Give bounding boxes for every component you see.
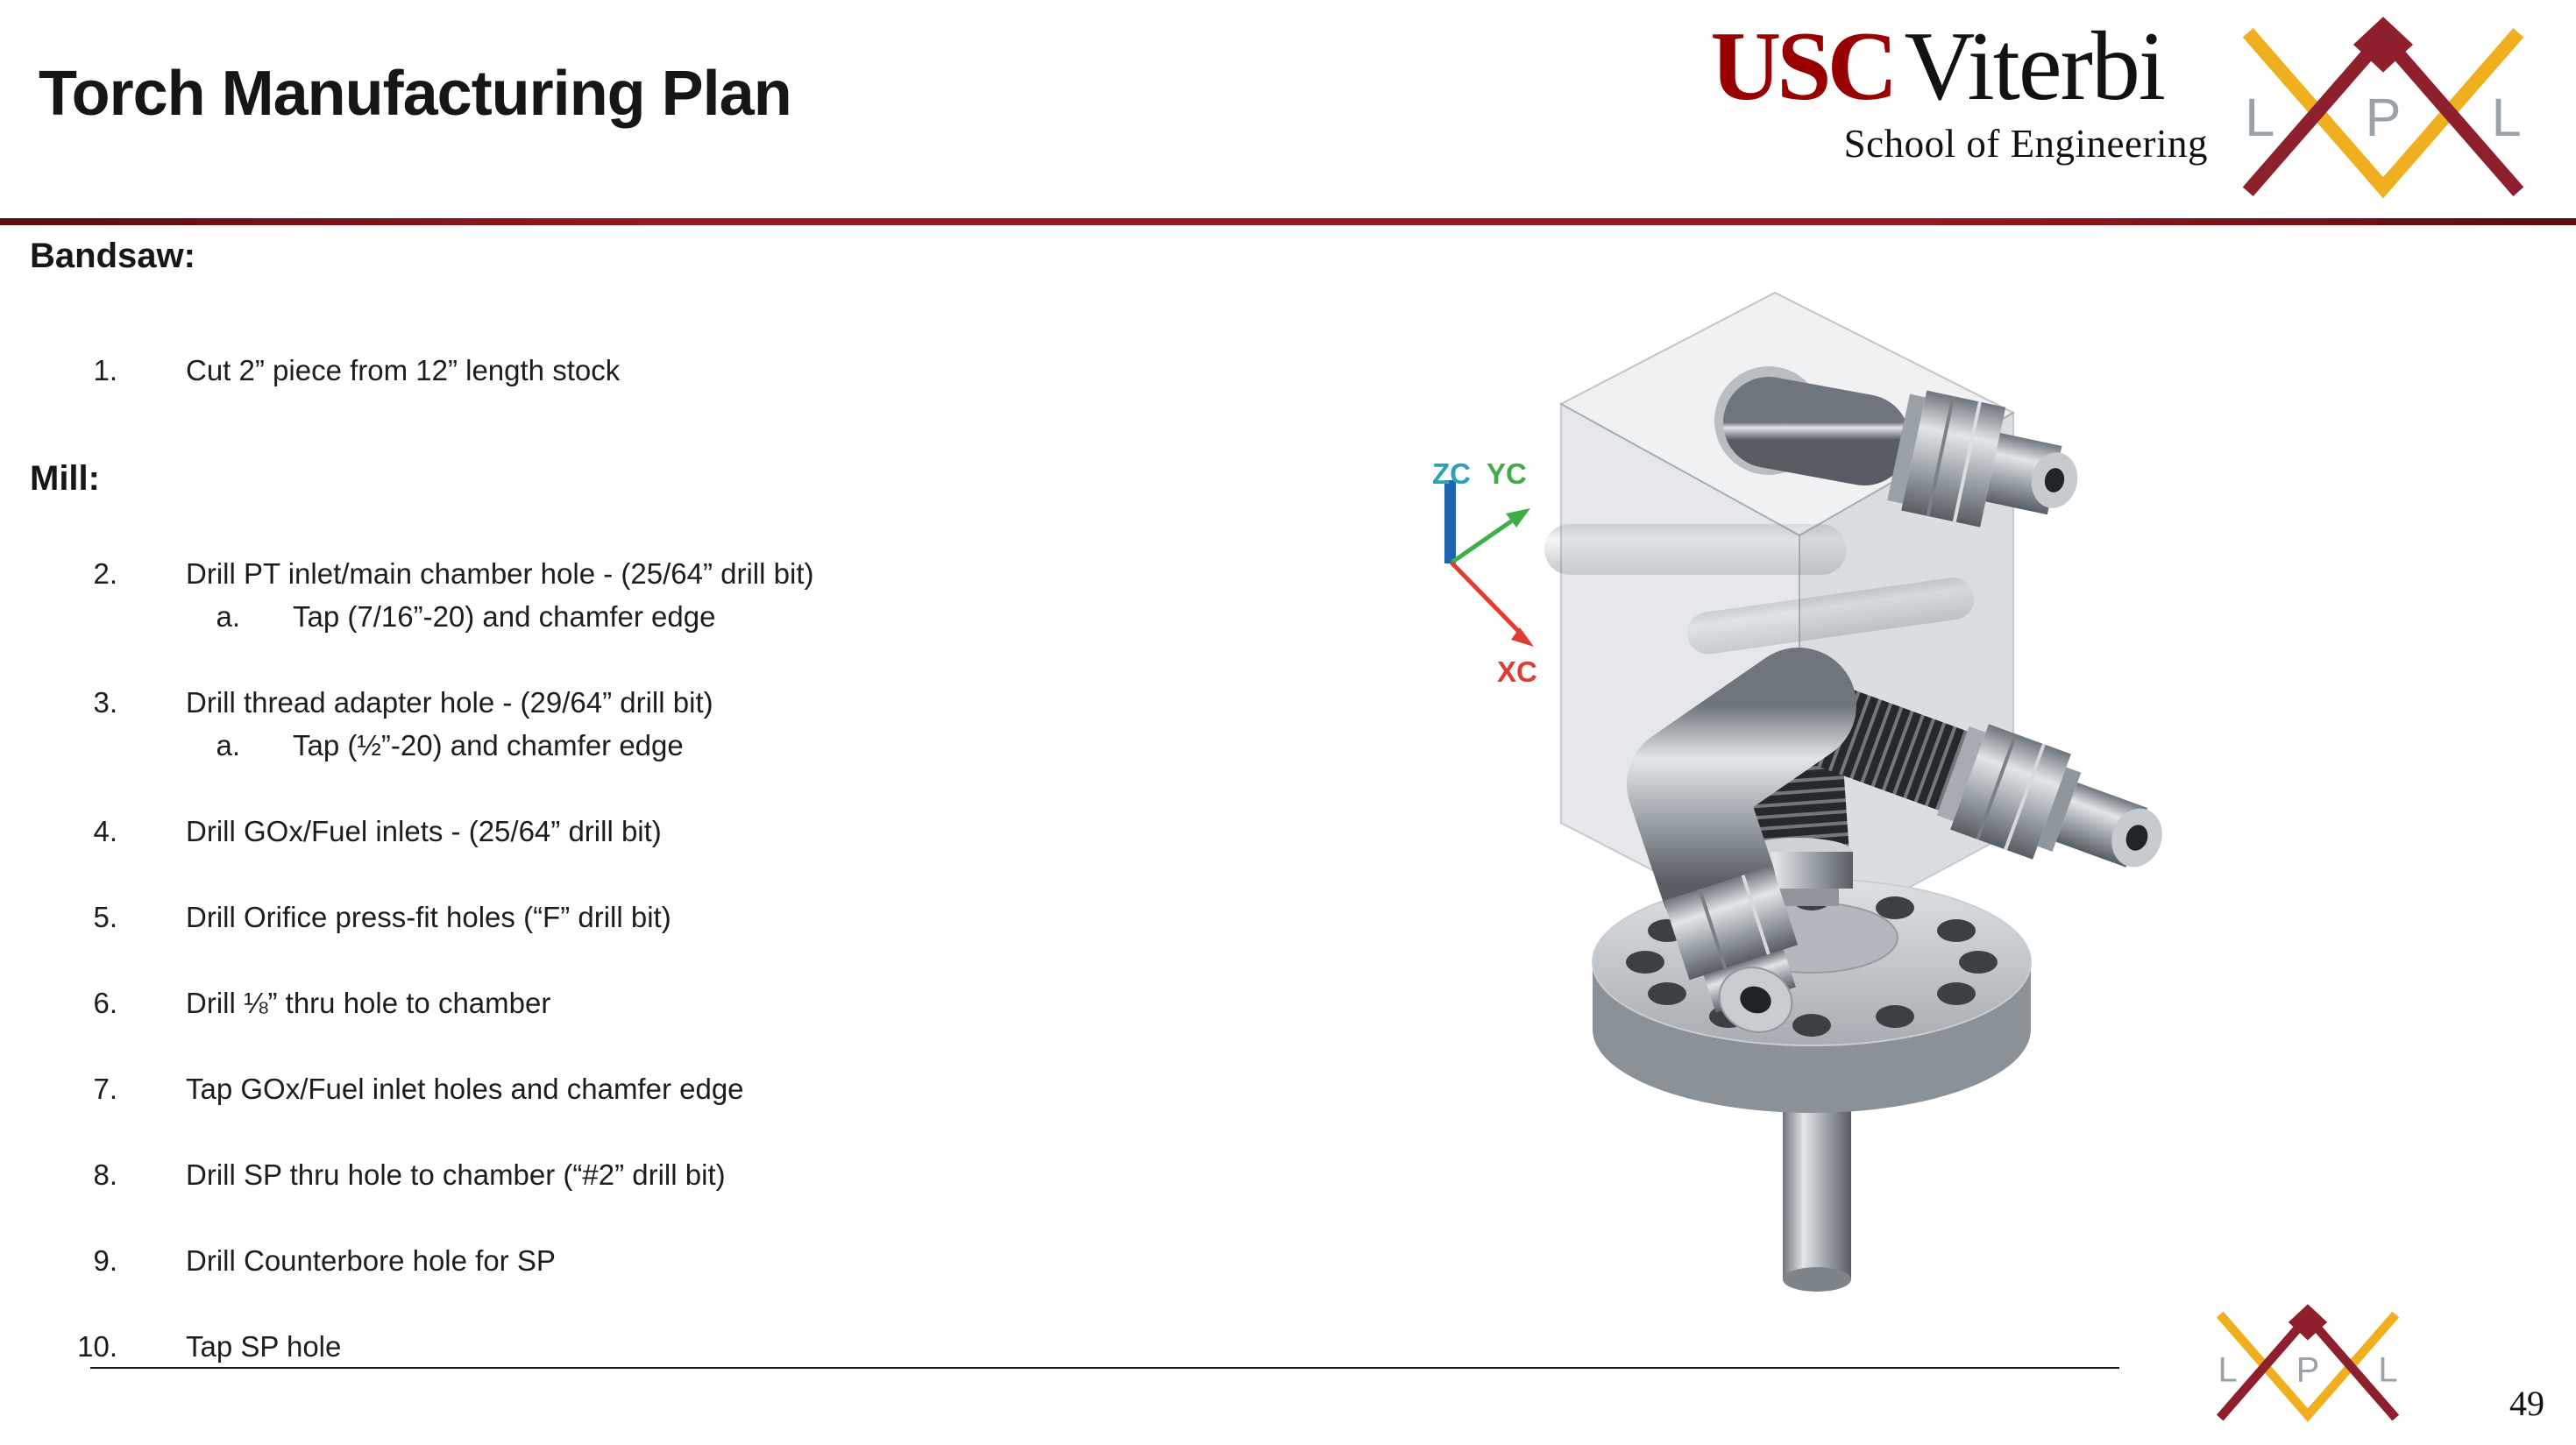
list-item: 10. Tap SP hole	[30, 1330, 1397, 1364]
item-text: Tap SP hole	[186, 1330, 342, 1363]
lpl-letter-p: P	[2296, 1351, 2320, 1390]
item-number: 1.	[93, 354, 117, 386]
footer-rule	[90, 1367, 2119, 1369]
lpl-diamond	[2288, 1304, 2328, 1341]
list-item: 2. Drill PT inlet/main chamber hole - (2…	[30, 557, 1397, 634]
item-number: 9.	[93, 1244, 117, 1277]
lpl-letter-l2: L	[2492, 88, 2522, 147]
list-item: 7. Tap GOx/Fuel inlet holes and chamfer …	[30, 1073, 1397, 1106]
procedure-list: Bandsaw: 1. Cut 2” piece from 12” length…	[30, 235, 1397, 1416]
item-text: Drill ⅛” thru hole to chamber	[186, 987, 551, 1019]
lpl-letter-l1: L	[2218, 1351, 2238, 1390]
section-bandsaw: Bandsaw: 1. Cut 2” piece from 12” length…	[30, 235, 1397, 387]
list-item: 1. Cut 2” piece from 12” length stock	[30, 354, 1397, 387]
lpl-letter-l1: L	[2245, 88, 2274, 147]
sub-item-text: Tap (½”-20) and chamfer edge	[293, 729, 684, 761]
flange	[1592, 878, 2032, 1113]
top-elbow-fitting	[1706, 366, 2078, 585]
page-number: 49	[2509, 1384, 2544, 1423]
item-number: 5.	[93, 901, 117, 933]
sub-item-text: Tap (7/16”-20) and chamfer edge	[293, 600, 716, 633]
sub-item: a. Tap (½”-20) and chamfer edge	[153, 729, 1397, 762]
section-heading-bandsaw: Bandsaw:	[30, 237, 195, 275]
item-number: 4.	[93, 815, 117, 847]
page-title: Torch Manufacturing Plan	[39, 59, 792, 129]
lpl-gold-chevron	[2242, 28, 2524, 199]
list-item: 8. Drill SP thru hole to chamber (“#2” d…	[30, 1158, 1397, 1192]
header-divider-rule	[0, 218, 2576, 225]
y-axis-arrow	[1450, 513, 1522, 565]
bottom-pipe	[1783, 1104, 1851, 1292]
lpl-letter-p: P	[2366, 88, 2402, 147]
viterbi-wordmark-text: Viterbi	[1904, 12, 2166, 121]
item-number: 6.	[93, 987, 117, 1019]
lpl-letter-l2: L	[2378, 1351, 2397, 1390]
item-number: 3.	[93, 686, 117, 719]
x-axis-label: XC	[1497, 655, 1537, 688]
item-text: Drill GOx/Fuel inlets - (25/64” drill bi…	[186, 815, 662, 847]
item-number: 2.	[93, 557, 117, 590]
list-item: 3. Drill thread adapter hole - (29/64” d…	[30, 686, 1397, 762]
sub-item-number: a.	[216, 729, 240, 761]
item-number: 8.	[93, 1158, 117, 1191]
usc-wordmark-text: USC	[1710, 12, 1898, 121]
item-text: Cut 2” piece from 12” length stock	[186, 354, 621, 386]
lpl-logo-top: L P L	[2242, 17, 2524, 199]
z-axis-label: ZC	[1432, 457, 1471, 490]
section-mill: Mill: 2. Drill PT inlet/main chamber hol…	[30, 457, 1397, 1364]
cad-axes-triad: ZC YC XC	[1432, 457, 1537, 688]
school-of-engineering-text: School of Engineering	[1843, 122, 2208, 166]
left-elbow-fitting	[1627, 648, 1856, 1033]
lpl-diamond	[2352, 17, 2414, 73]
sub-item: a. Tap (7/16”-20) and chamfer edge	[153, 600, 1397, 634]
y-axis-label: YC	[1487, 457, 1527, 490]
item-text: Drill Counterbore hole for SP	[186, 1244, 556, 1277]
sub-item-number: a.	[216, 600, 240, 633]
list-item: 9. Drill Counterbore hole for SP	[30, 1244, 1397, 1278]
item-text: Drill PT inlet/main chamber hole - (25/6…	[186, 557, 814, 590]
torch-cad-render: ZC YC XC	[1432, 291, 2162, 1292]
item-text: Drill Orifice press-fit holes (“F” drill…	[186, 901, 671, 933]
item-text: Tap GOx/Fuel inlet holes and chamfer edg…	[186, 1073, 744, 1105]
section-heading-mill: Mill:	[30, 459, 100, 498]
item-text: Drill thread adapter hole - (29/64” dril…	[186, 686, 713, 719]
list-item: 6. Drill ⅛” thru hole to chamber	[30, 987, 1397, 1020]
lpl-gold-chevron	[2216, 1311, 2400, 1422]
item-text: Drill SP thru hole to chamber (“#2” dril…	[186, 1158, 726, 1191]
list-item: 4. Drill GOx/Fuel inlets - (25/64” drill…	[30, 815, 1397, 848]
list-item: 5. Drill Orifice press-fit holes (“F” dr…	[30, 901, 1397, 934]
lpl-logo-bottom: L P L	[2216, 1304, 2400, 1422]
item-number: 10.	[77, 1330, 117, 1363]
item-number: 7.	[93, 1073, 117, 1105]
z-axis-arrow	[1444, 480, 1456, 563]
x-axis-arrow	[1450, 561, 1527, 640]
